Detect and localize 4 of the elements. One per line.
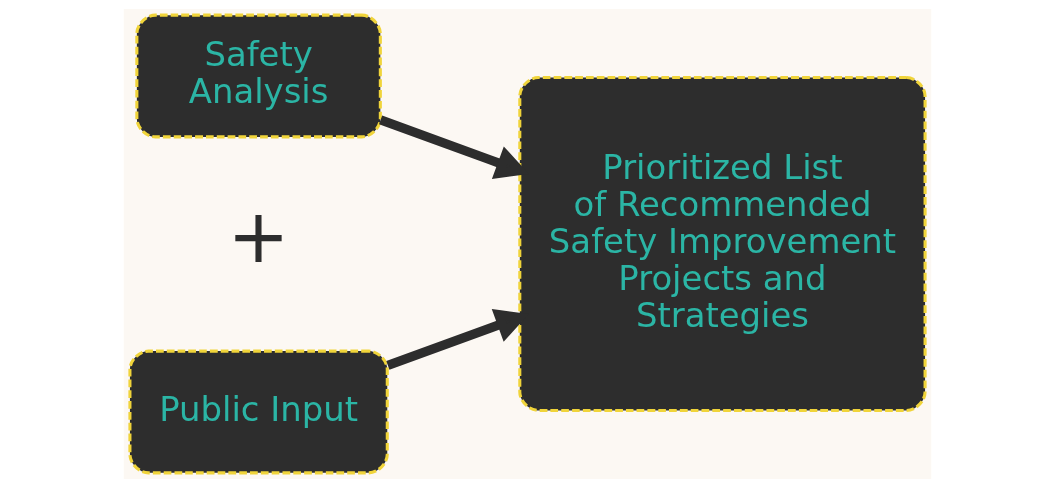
node-box: Safety Analysis xyxy=(135,13,382,138)
node-box: Prioritized List of Recommended Safety Improvement Projects and Strategies xyxy=(518,75,927,412)
node-box: Public Input xyxy=(128,349,389,474)
label: + xyxy=(227,192,290,279)
